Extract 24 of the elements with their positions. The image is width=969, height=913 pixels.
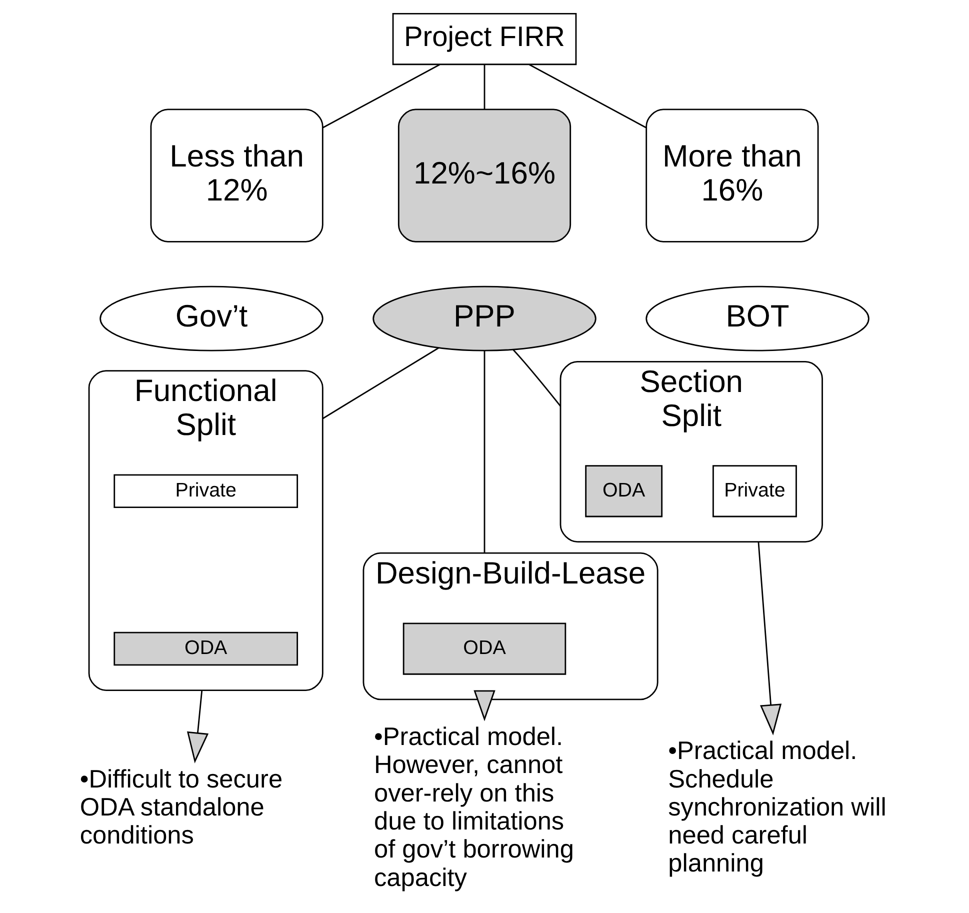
node-ellipse: BOT <box>646 286 870 352</box>
node-box: Less than 12% <box>150 108 324 242</box>
node-box: ODA <box>114 632 298 666</box>
node-box: Private <box>712 465 797 518</box>
node-box: 12%~16% <box>398 108 572 242</box>
connector <box>322 64 440 128</box>
node-text: •Practical model. Schedule synchronization will need careful planning <box>668 737 886 878</box>
arrow <box>186 690 209 764</box>
connector <box>529 64 646 128</box>
node-box: More than 16% <box>646 108 819 242</box>
connector <box>484 350 486 554</box>
connector <box>512 349 562 407</box>
node-box: Project FIRR <box>392 13 577 66</box>
node-text: •Difficult to secure ODA standalone conditions <box>80 765 283 850</box>
connector <box>322 347 439 420</box>
node-ellipse: PPP <box>372 286 596 352</box>
node-box: ODA <box>585 465 663 518</box>
node-ellipse: Gov’t <box>100 286 324 352</box>
node-box: Private <box>114 474 298 508</box>
node-box: ODA <box>402 622 566 675</box>
arrow <box>474 690 496 722</box>
node-text: •Practical model. However, cannot over-rely on this due to limitations of gov’t borrowing capacity <box>374 723 574 892</box>
connector <box>484 64 486 110</box>
arrow <box>758 542 782 736</box>
